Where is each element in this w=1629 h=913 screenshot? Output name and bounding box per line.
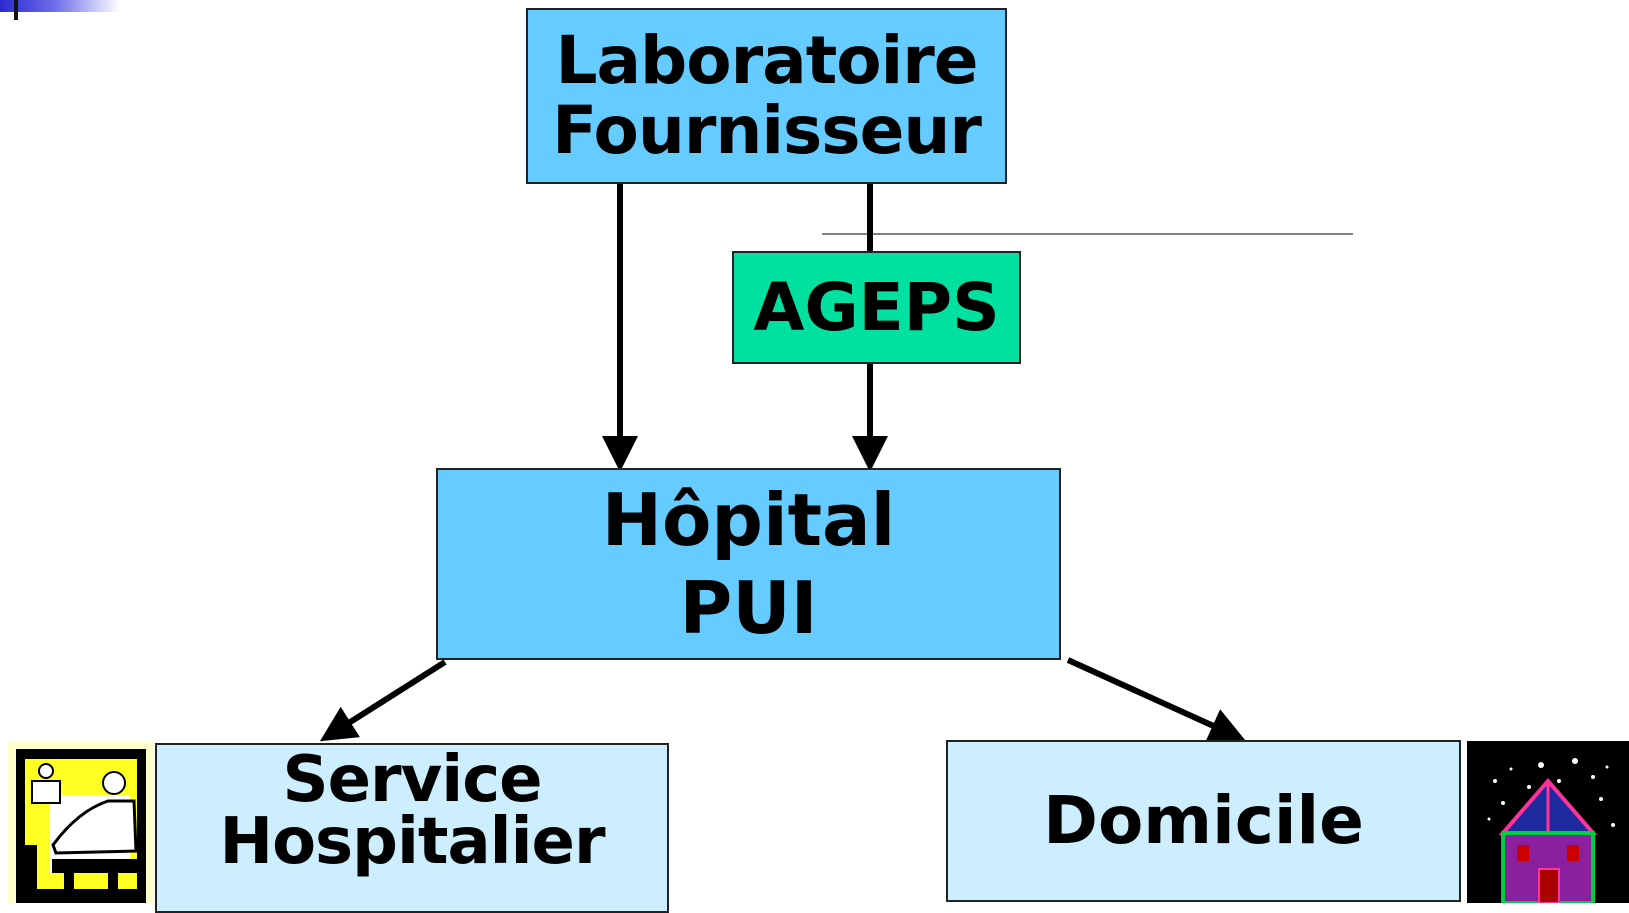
- node-domicile: Domicile: [946, 740, 1461, 902]
- node-hopital-pui: Hôpital PUI: [436, 468, 1061, 660]
- node-laboratoire-fournisseur: Laboratoire Fournisseur: [526, 8, 1007, 184]
- node-label-line: Domicile: [1043, 782, 1364, 859]
- hospital-staff-clipart-icon: [8, 741, 153, 903]
- node-service-hospitalier: Service Hospitalier: [155, 743, 669, 913]
- connector-hopital-to-domicile: [1066, 657, 1246, 743]
- node-ageps: AGEPS: [732, 251, 1021, 364]
- node-label-line: Hospitalier: [219, 805, 606, 879]
- node-label-line: PUI: [679, 566, 818, 650]
- house-at-night-clipart-icon: [1467, 741, 1629, 903]
- node-label-line: Service: [282, 743, 542, 817]
- node-label-line: AGEPS: [753, 268, 1000, 346]
- node-label-line: Laboratoire: [555, 22, 978, 99]
- node-label-line: Hôpital: [601, 478, 896, 562]
- slide-corner-tick: [14, 0, 18, 20]
- slide-corner-accent: [0, 0, 120, 12]
- connector-hopital-to-service: [319, 659, 447, 742]
- node-label-line: Fournisseur: [552, 92, 982, 169]
